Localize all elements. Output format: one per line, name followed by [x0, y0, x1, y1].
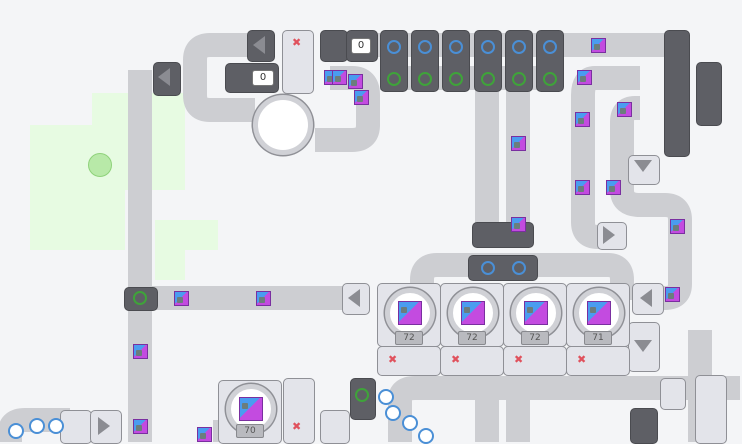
green-port-icon	[387, 72, 401, 86]
display-value: 0	[252, 70, 274, 86]
display-building[interactable]	[346, 30, 378, 62]
arrow-left-icon	[348, 289, 360, 307]
zone-marker-icon	[88, 153, 112, 177]
shape-item	[133, 344, 148, 359]
shape-item	[511, 136, 526, 151]
build-zone	[155, 220, 218, 250]
storage-hub[interactable]	[253, 95, 313, 155]
circle-item	[8, 423, 24, 439]
filter-building[interactable]	[695, 375, 727, 444]
arrow-left-icon	[253, 36, 265, 54]
shape-item	[398, 301, 422, 325]
shape-item	[174, 291, 189, 306]
blue-port-icon	[449, 40, 463, 54]
arrow-right-icon	[603, 226, 615, 244]
build-zone	[155, 250, 185, 280]
rotator[interactable]	[320, 30, 348, 62]
shape-item	[524, 301, 548, 325]
shape-item	[511, 217, 526, 232]
balancer[interactable]	[696, 62, 722, 126]
shape-item	[670, 219, 685, 234]
reject-icon: ✖	[577, 353, 587, 366]
storage-count: 71	[584, 331, 612, 345]
shape-item	[617, 102, 632, 117]
blue-port-icon	[481, 40, 495, 54]
blue-port-icon	[387, 40, 401, 54]
circle-item	[48, 418, 64, 434]
shape-item	[332, 70, 347, 85]
filter-building[interactable]	[282, 30, 314, 94]
balancer[interactable]	[664, 30, 690, 157]
green-port-icon	[449, 72, 463, 86]
circle-item	[402, 415, 418, 431]
shape-item	[587, 301, 611, 325]
shape-item	[591, 38, 606, 53]
green-port-icon	[481, 72, 495, 86]
filter-building[interactable]	[377, 346, 441, 376]
reject-icon: ✖	[451, 353, 461, 366]
shape-item	[575, 180, 590, 195]
shape-item	[256, 291, 271, 306]
shape-item	[577, 70, 592, 85]
display-value: 0	[351, 38, 371, 54]
splitter[interactable]	[630, 408, 658, 444]
blue-port-icon	[418, 40, 432, 54]
shape-item	[606, 180, 621, 195]
shape-item	[197, 427, 212, 442]
filter-building[interactable]	[566, 346, 630, 376]
blue-port-icon	[481, 261, 495, 275]
storage-count: 70	[236, 424, 264, 438]
storage-count: 72	[521, 331, 549, 345]
green-port-icon	[512, 72, 526, 86]
arrow-right-icon	[98, 417, 110, 435]
blue-port-icon	[543, 40, 557, 54]
tunnel[interactable]	[320, 410, 350, 444]
shape-item	[665, 287, 680, 302]
arrow-down-icon	[634, 340, 652, 352]
shape-item	[239, 397, 263, 421]
green-port-icon	[543, 72, 557, 86]
reject-icon: ✖	[292, 36, 302, 49]
tunnel[interactable]	[632, 283, 664, 315]
circle-item	[385, 405, 401, 421]
reject-icon: ✖	[514, 353, 524, 366]
filter-building[interactable]	[60, 410, 92, 444]
arrow-down-icon	[634, 160, 652, 172]
green-port-icon	[133, 291, 147, 305]
arrow-left-icon	[640, 289, 652, 307]
shape-item	[133, 419, 148, 434]
blue-port-icon	[512, 261, 526, 275]
green-port-icon	[355, 388, 369, 402]
filter-building[interactable]	[503, 346, 567, 376]
circle-item	[378, 389, 394, 405]
arrow-left-icon	[158, 68, 170, 86]
shape-item	[348, 74, 363, 89]
balancer[interactable]	[468, 255, 538, 281]
tunnel[interactable]	[660, 378, 686, 410]
reject-icon: ✖	[292, 420, 302, 433]
shape-item	[461, 301, 485, 325]
filter-building[interactable]	[440, 346, 504, 376]
circle-item	[29, 418, 45, 434]
storage-count: 72	[458, 331, 486, 345]
shape-item	[575, 112, 590, 127]
reject-icon: ✖	[388, 353, 398, 366]
storage-count: 72	[395, 331, 423, 345]
filter-building[interactable]	[283, 378, 315, 444]
blue-port-icon	[512, 40, 526, 54]
green-port-icon	[418, 72, 432, 86]
shape-item	[354, 90, 369, 105]
